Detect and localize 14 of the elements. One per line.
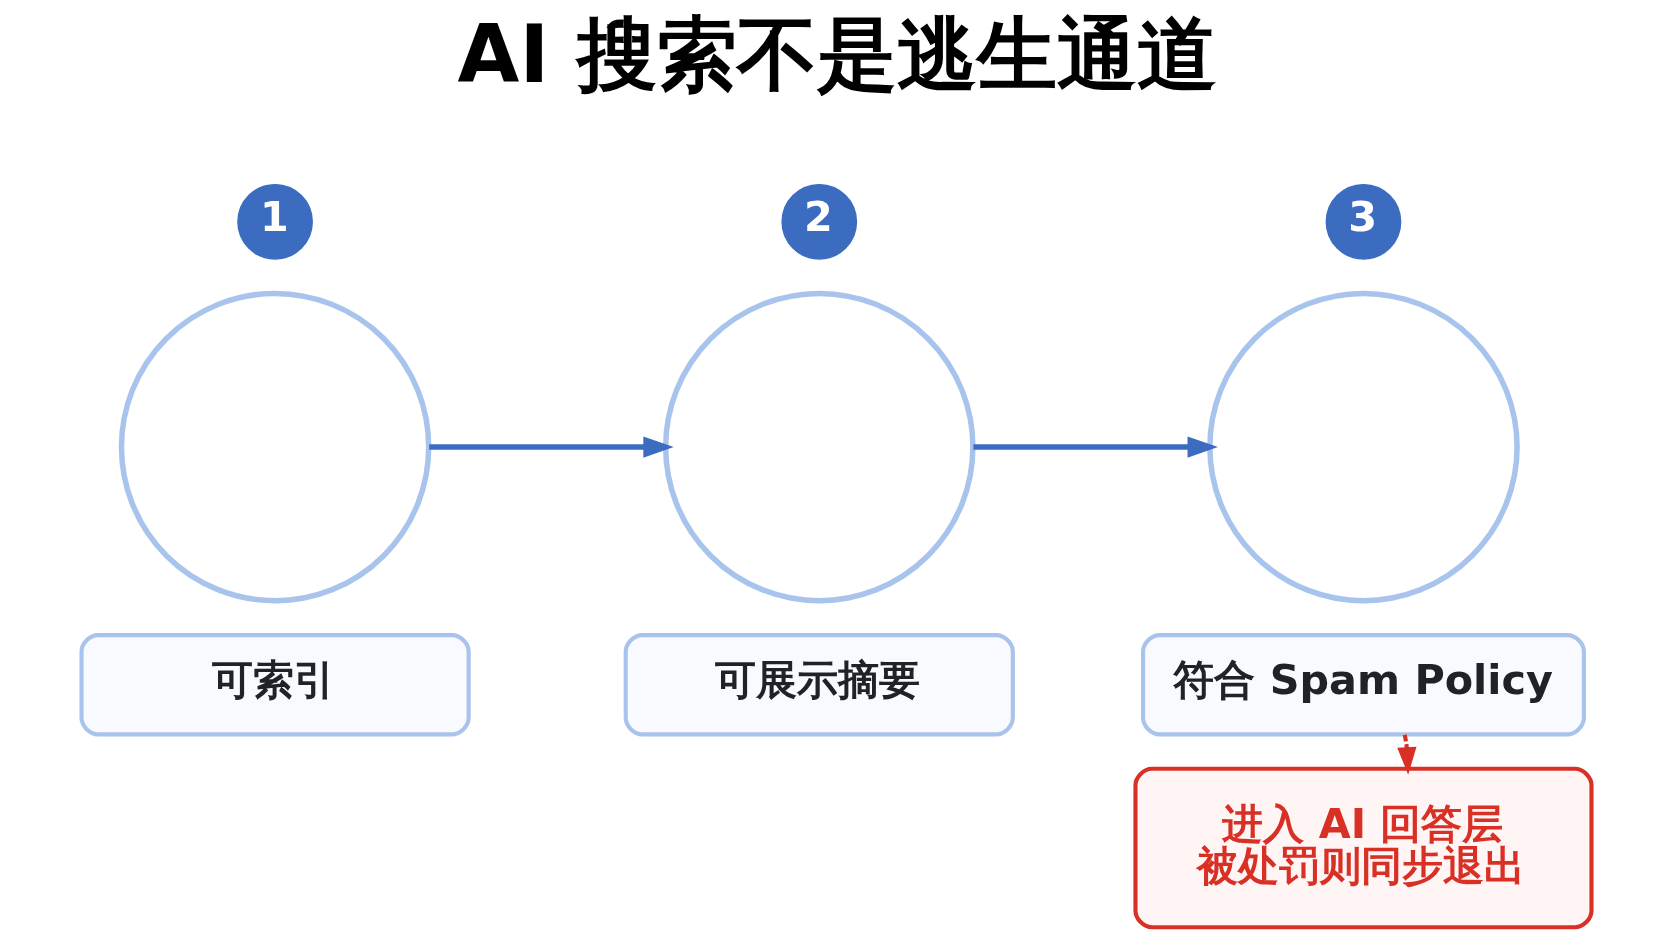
arrow (428, 436, 674, 458)
node-box: 符合 Spam Policy (1140, 633, 1586, 737)
node-circle (118, 290, 431, 604)
node-circle (662, 290, 976, 604)
node-box: 进入 AI 回答层 被处罚则同步退出 (1132, 766, 1594, 930)
node-box: 可索引 (78, 633, 471, 737)
node-circle (1206, 290, 1520, 604)
diagram-title: AI 搜索不是逃生通道 (457, 7, 1217, 101)
node-circle: 2 (780, 183, 857, 260)
arrow (972, 436, 1218, 458)
node-circle: 3 (1325, 183, 1401, 260)
arrow (1396, 734, 1417, 775)
node-circle: 1 (236, 183, 313, 260)
node-box: 可展示摘要 (623, 633, 1015, 737)
